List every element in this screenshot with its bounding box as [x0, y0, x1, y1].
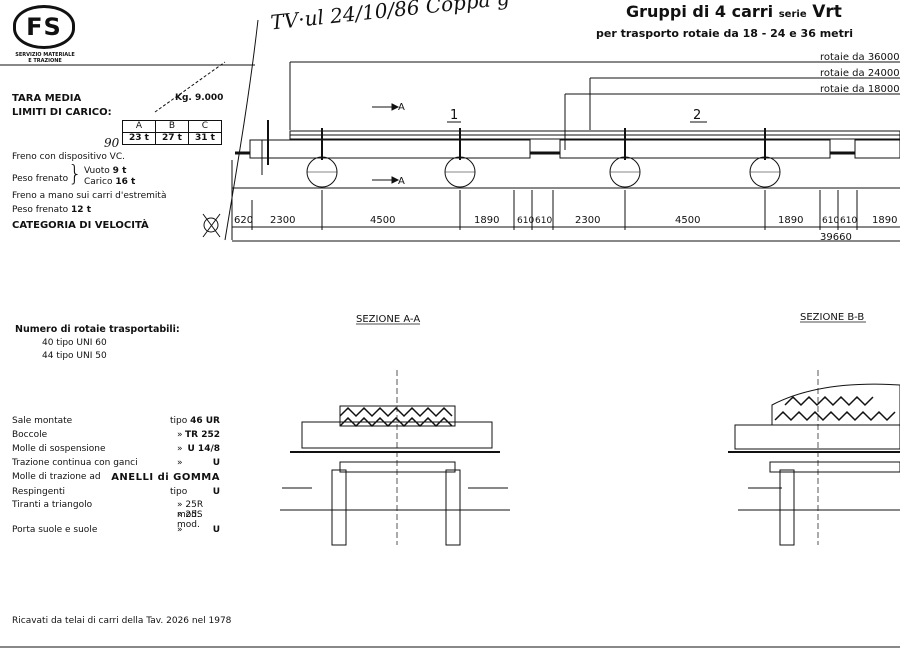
- component-row: Porta suole e suole»U: [12, 525, 220, 535]
- dimension-label: 610: [822, 216, 839, 226]
- peso-frenato-label: Peso frenato: [12, 174, 69, 184]
- rotaie-item: 40 tipo UNI 60: [42, 338, 107, 348]
- rail-length-label: rotaie da 24000: [820, 68, 900, 79]
- component-row: Boccole»TR 252: [12, 430, 220, 440]
- wagon-frame: [249, 139, 531, 159]
- section-marker-label: A: [398, 102, 405, 113]
- rail-length-label: rotaie da 18000: [820, 84, 900, 95]
- dimension-label: 620: [234, 215, 253, 226]
- categoria-velocita: CATEGORIA DI VELOCITÀ: [12, 220, 149, 231]
- carico-row: Carico 16 t: [84, 177, 136, 187]
- component-row: Trazione continua con ganci»U: [12, 458, 220, 468]
- dimension-label: 4500: [370, 215, 395, 226]
- dimension-label: 2300: [270, 215, 295, 226]
- dimension-label: 1890: [872, 215, 897, 226]
- page-subtitle: per trasporto rotaie da 18 - 24 e 36 met…: [596, 27, 854, 40]
- tara-label: TARA MEDIA: [12, 93, 82, 104]
- limiti-table: A B C 23 t 27 t 31 t: [122, 120, 222, 145]
- brace-glyph: }: [68, 162, 82, 187]
- leader-line: [154, 61, 226, 113]
- component-row: Molle di sospensione»U 14/8: [12, 444, 220, 454]
- section-bb-rails: [771, 383, 900, 426]
- tara-value: Kg. 9.000: [175, 93, 224, 103]
- limiti-label: LIMITI DI CARICO:: [12, 107, 112, 118]
- logo-caption: SERVIZIO MATERIALE E TRAZIONE: [15, 52, 75, 64]
- page-title: Gruppi di 4 carri serie Vrt: [626, 2, 842, 22]
- dimension-label: 4500: [675, 215, 700, 226]
- section-marker-label: A: [398, 176, 405, 187]
- wagon-frame: [559, 139, 831, 159]
- component-row: Tiranti a triangolo» 25R mod.: [12, 500, 204, 520]
- limiti-value: 31 t: [187, 132, 222, 145]
- fs-logo: FS: [13, 5, 75, 49]
- speed-category-symbol: [203, 217, 219, 233]
- dimension-label: 610: [840, 216, 857, 226]
- footer-note: Ricavati da telai di carri della Tav. 20…: [12, 616, 232, 626]
- freno-vc: Freno con dispositivo VC.: [12, 152, 125, 162]
- section-bb-frame: [734, 424, 900, 450]
- section-bb-title: SEZIONE B-B: [800, 312, 864, 323]
- dimension-label: 1890: [474, 215, 499, 226]
- section-aa-title: SEZIONE A-A: [356, 314, 420, 325]
- dimension-label: 1890: [778, 215, 803, 226]
- total-length-label: 39660: [820, 232, 852, 243]
- dimension-label: 610: [517, 216, 534, 226]
- vuoto-row: Vuoto 9 t: [84, 166, 127, 176]
- rotaie-title: Numero di rotaie trasportabili:: [15, 324, 180, 335]
- limiti-handwritten-note: 90: [104, 136, 120, 150]
- rail-length-label: rotaie da 36000: [820, 52, 900, 63]
- section-aa-frame: [301, 421, 493, 449]
- leader-line: [224, 19, 259, 241]
- component-row: » 25S mod.: [177, 510, 203, 530]
- freno-mano: Freno a mano sui carri d'estremità: [12, 191, 167, 201]
- car-number: 2: [693, 108, 701, 123]
- rotaie-item: 44 tipo UNI 50: [42, 351, 107, 361]
- wagon-frame: [854, 139, 900, 159]
- peso-frenato-2: Peso frenato 12 t: [12, 205, 92, 215]
- limiti-value: 23 t: [122, 132, 156, 145]
- dimension-label: 2300: [575, 215, 600, 226]
- dimension-label: 610: [535, 216, 552, 226]
- car-number: 1: [450, 108, 458, 123]
